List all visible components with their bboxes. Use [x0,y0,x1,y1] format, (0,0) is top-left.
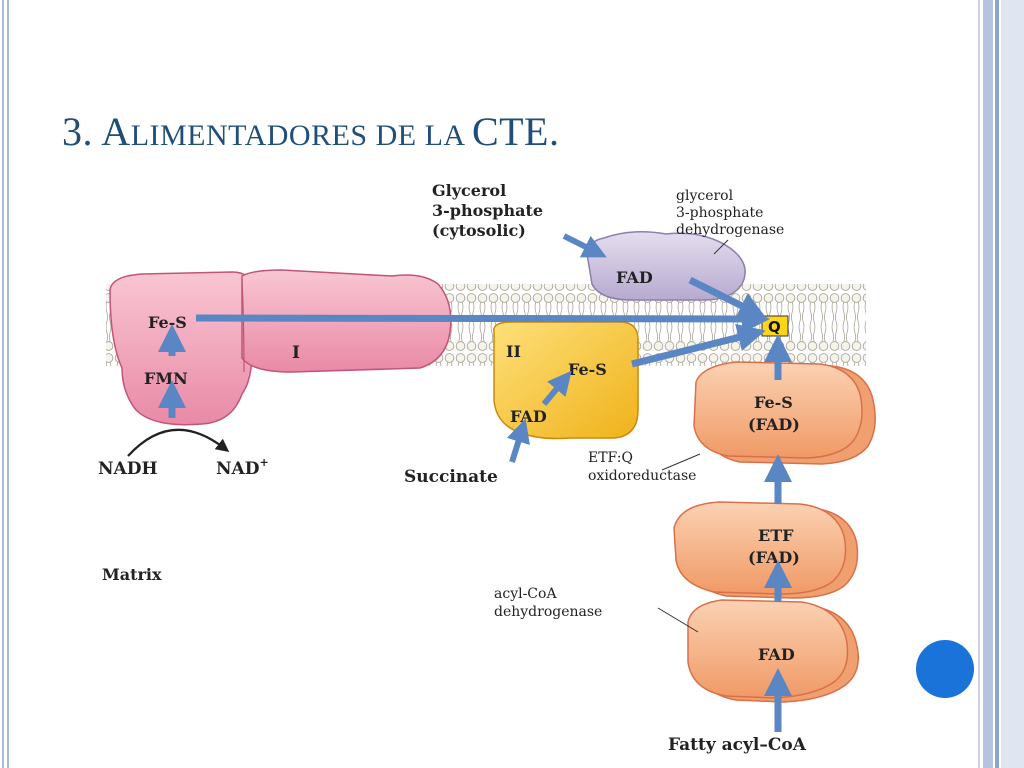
electron-flow-arrows [158,233,792,732]
acyl-label-l1: acyl-CoA [494,586,557,602]
etfq-oxidoreductase [693,361,876,465]
fmn-label: FMN [144,369,188,388]
slide-frame-left [0,0,14,768]
fad-acyl-label: FAD [758,645,795,664]
nadh-curved-arrow [127,428,230,457]
arrow-fes-to-q [195,304,770,333]
etfq-label-l1: ETF:Q [588,450,633,466]
arrow-fes-II-to-q [631,323,766,368]
arrow-g3p-to-g3pdh [562,233,607,258]
fes-fad-l1: Fe-S [754,393,793,412]
matrix-label: Matrix [102,565,162,584]
glycerol-label-l3: (cytosolic) [432,221,526,240]
etc-feeders-diagram: I Fe-S FMN II Fe-S FAD FAD Q Fe-S (FAD) … [98,181,876,755]
acyl-label-l2: dehydrogenase [494,604,602,620]
glycerol-label-l1: Glycerol [432,181,506,200]
etfq-label-l2: oxidoreductase [588,468,696,484]
arrow-g3pdh-to-q [688,276,767,319]
complex-II-label: II [506,342,521,361]
g3pdh-label-l2: 3-phosphate [676,205,763,221]
arrow-fad-to-fes [541,370,572,406]
g3pdh-enzyme [586,231,746,301]
nad-label: NAD+ [216,456,269,479]
slide-title: 3. ALIMENTADORES DE LA CTE. [62,109,560,154]
etf-protein [673,501,859,599]
g3pdh-leader-line [713,239,729,255]
succinate-label: Succinate [404,467,498,487]
g3pdh-label-l3: dehydrogenase [676,222,784,238]
slide-frame-right [978,0,1024,768]
arrow-succinate-to-fad [506,418,530,463]
glycerol-label-l2: 3-phosphate [432,201,543,220]
complex-I-label: I [292,343,300,363]
acyl-leader-line [657,607,699,633]
etf-l1: ETF [758,526,794,545]
fes-fad-l2: (FAD) [748,415,800,434]
etfq-leader-line [661,453,701,471]
nadh-label: NADH [98,459,158,479]
fes-II-label: Fe-S [568,360,607,379]
fatty-acyl-label: Fatty acyl–CoA [668,735,807,755]
decorative-circle [916,640,974,698]
complex-I [109,269,452,426]
ubiquinone-label: Q [768,318,781,336]
g3pdh-label-l1: glycerol [676,188,734,204]
fes-I-label: Fe-S [148,313,187,332]
acyl-coa-dehydrogenase [687,599,859,703]
fad-II-label: FAD [510,407,547,426]
etf-l2: (FAD) [748,548,800,567]
fad-g3pdh-label: FAD [616,268,653,287]
